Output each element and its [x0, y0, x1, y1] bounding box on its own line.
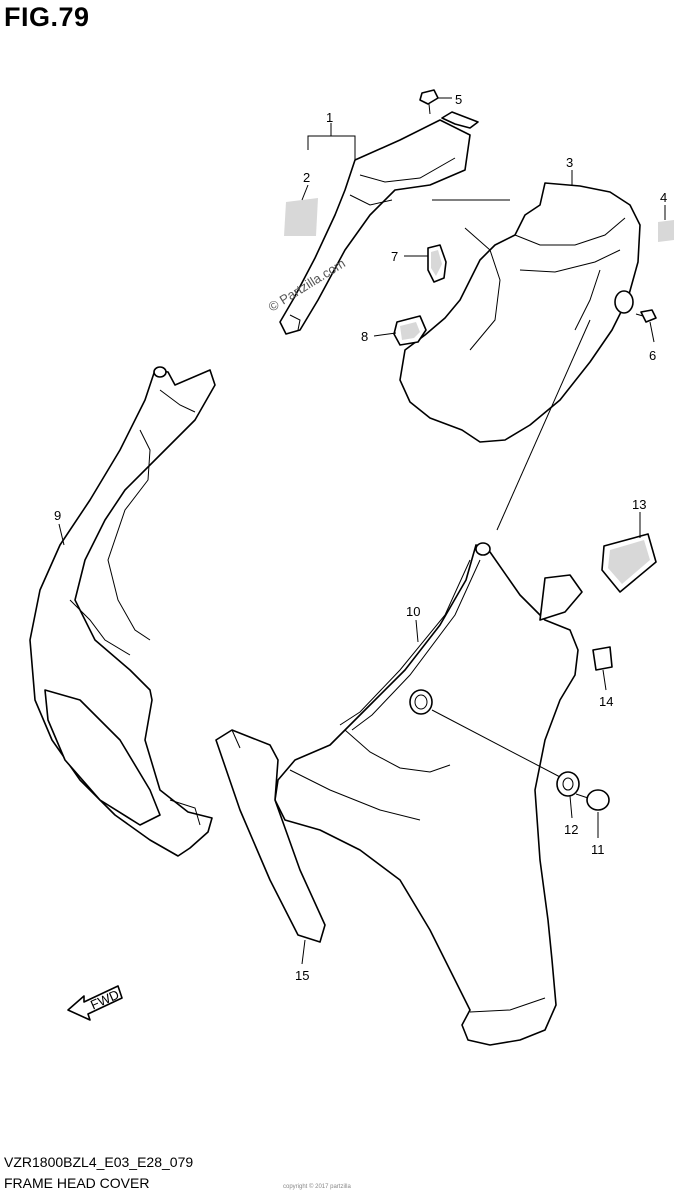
callout-15: 15: [295, 968, 309, 983]
callout-2: 2: [303, 170, 310, 185]
fwd-arrow-icon: FWD: [67, 985, 123, 1021]
callout-5: 5: [455, 92, 462, 107]
part-7-pad: [427, 244, 447, 283]
callout-9: 9: [54, 508, 61, 523]
part-15-side-trim: [215, 729, 326, 943]
diagram-code: VZR1800BZL4_E03_E28_079: [4, 1154, 194, 1170]
callout-1: 1: [326, 110, 333, 125]
callout-4: 4: [660, 190, 667, 205]
part-2-label: [284, 198, 318, 236]
part-3-upper-cover: [399, 182, 641, 443]
figure-title: FIG.79: [4, 2, 90, 32]
part-14-clip: [592, 646, 613, 671]
callout-14: 14: [599, 694, 613, 709]
callout-labels: 1 2 3 4 5 6 7 8 9 10 11 12 13 14 15: [54, 92, 667, 983]
part-1-bracket: [279, 111, 479, 335]
part-4-clip: [658, 220, 674, 242]
part-6-screw: [635, 309, 657, 323]
part-9-left-cover: [29, 366, 216, 857]
part-8-pad: [393, 315, 427, 346]
copyright-text: copyright © 2017 partzilla: [283, 1184, 351, 1190]
callout-11: 11: [591, 842, 605, 857]
callout-8: 8: [361, 329, 368, 344]
fwd-arrow-label: FWD: [88, 987, 121, 1013]
callout-12: 12: [564, 822, 578, 837]
callout-13: 13: [632, 497, 646, 512]
callout-6: 6: [649, 348, 656, 363]
part-10-main-cover: [274, 319, 591, 1046]
part-5-screw: [419, 89, 439, 115]
callout-10: 10: [406, 604, 420, 619]
leader-lines: [58, 97, 666, 965]
part-12-grommet: [556, 771, 580, 797]
callout-3: 3: [566, 155, 573, 170]
part-11-bolt: [575, 789, 610, 811]
part-13-pad: [601, 533, 657, 593]
callout-7: 7: [391, 249, 398, 264]
diagram-description: FRAME HEAD COVER: [4, 1175, 150, 1191]
